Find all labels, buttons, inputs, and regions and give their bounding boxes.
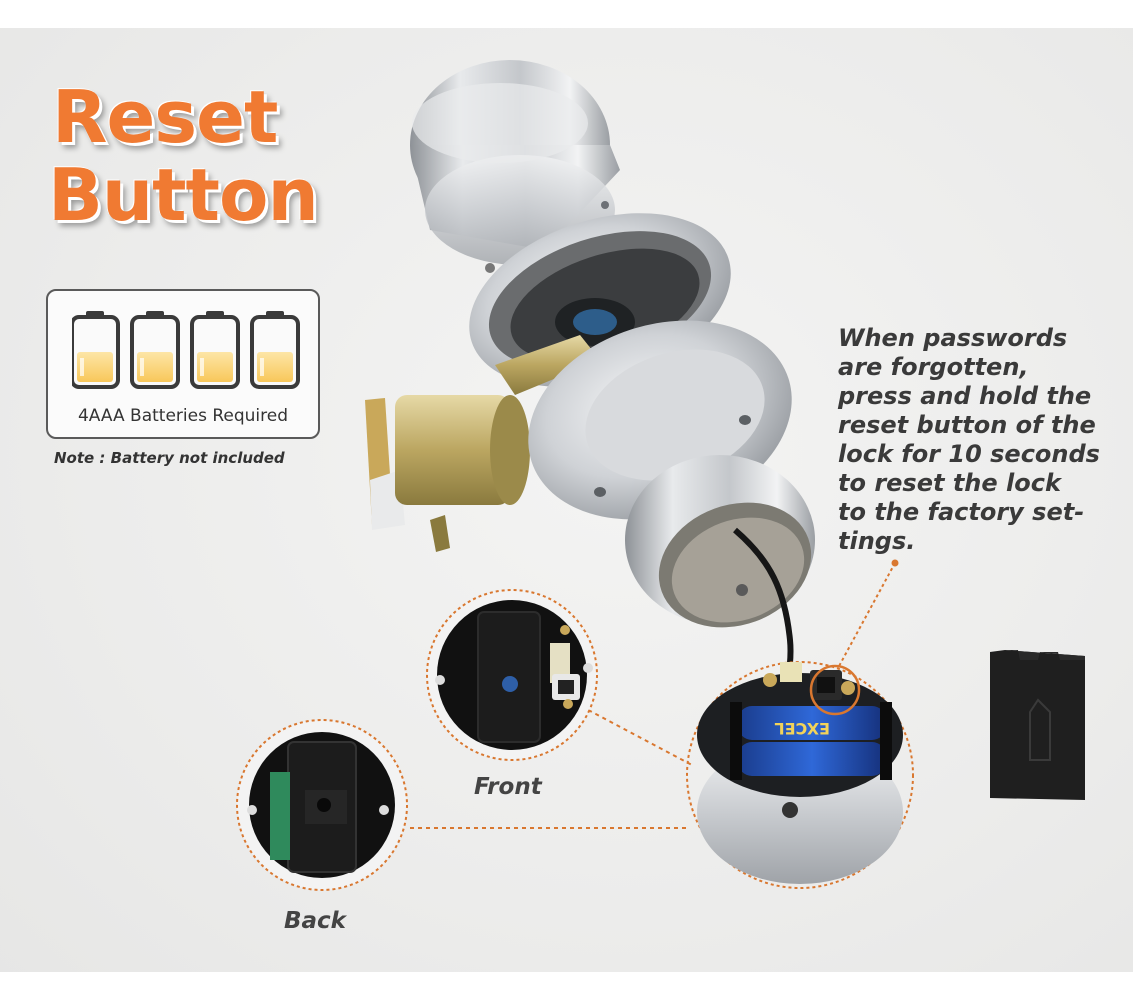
title-line-2: Button — [48, 153, 319, 237]
instruction-line: to the factory set- — [838, 498, 1085, 526]
battery-caption: 4AAA Batteries Required — [77, 406, 289, 426]
battery-note: Note : Battery not included — [54, 449, 285, 467]
battery-icons — [72, 311, 300, 389]
battery-cover — [990, 650, 1085, 800]
battery-level-fill — [137, 352, 173, 382]
callout-leader — [837, 559, 899, 669]
battery-cell — [738, 742, 886, 776]
battery-requirement-box: 4AAA Batteries Required — [46, 289, 320, 439]
battery-level-fill — [77, 352, 113, 382]
upper-knob — [410, 60, 620, 265]
battery-level-fill — [257, 352, 293, 382]
battery-icon — [130, 311, 180, 389]
battery-icon — [72, 311, 120, 389]
instruction-line: When passwords — [838, 324, 1068, 352]
battery-icon — [190, 311, 240, 389]
front-label: Front — [474, 774, 542, 800]
reset-instructions: When passwords are forgotten, press and … — [838, 324, 1128, 556]
svg-text:EXCEL: EXCEL — [774, 719, 830, 738]
battery-housing: EXCEL — [686, 661, 914, 889]
lower-knob — [625, 455, 815, 628]
instruction-line: press and hold the — [838, 382, 1092, 410]
battery-level-fill — [197, 352, 233, 382]
back-view-circle — [236, 719, 408, 891]
back-label: Back — [284, 908, 346, 934]
instruction-line: tings. — [838, 527, 916, 555]
instruction-line: are forgotten, — [838, 353, 1029, 381]
front-view-circle — [426, 589, 598, 761]
title-line-1: Reset — [52, 75, 278, 159]
bottom-border — [0, 972, 1133, 1000]
instruction-line: to reset the lock — [838, 469, 1061, 497]
latch-bolt — [365, 335, 600, 552]
page-title: Reset Button — [48, 75, 382, 234]
top-border — [0, 0, 1133, 28]
battery-icon — [250, 311, 300, 389]
instruction-line: reset button of the — [838, 411, 1096, 439]
instruction-line: lock for 10 seconds — [838, 440, 1100, 468]
battery-cell — [738, 706, 886, 740]
